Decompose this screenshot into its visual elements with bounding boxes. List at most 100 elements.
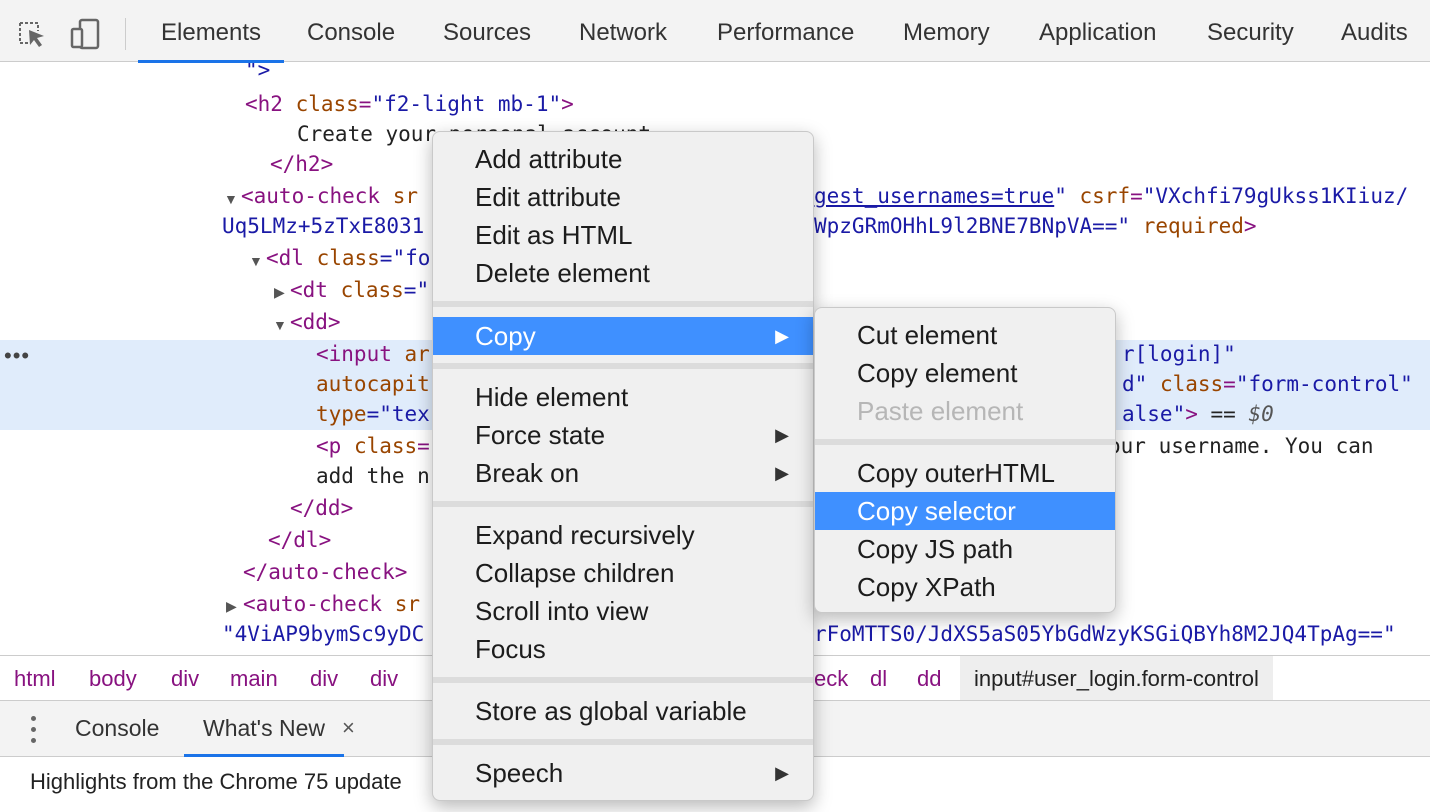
expand-triangle-icon[interactable]: ▶: [274, 284, 285, 300]
submenu-item-cut-element[interactable]: Cut element: [815, 316, 1115, 354]
menu-item-copy[interactable]: Copy▶: [433, 317, 813, 355]
menu-item-delete-element[interactable]: Delete element: [433, 254, 813, 292]
tag-close: >: [561, 92, 574, 116]
breadcrumb-item[interactable]: body: [89, 666, 137, 691]
breadcrumb-item[interactable]: dd: [917, 666, 942, 691]
menu-item-label: Expand recursively: [475, 520, 695, 550]
equals-sign: =: [417, 434, 430, 458]
breadcrumb-item[interactable]: div: [370, 666, 399, 691]
tab-network[interactable]: Network: [579, 19, 668, 46]
submenu-item-copy-xpath[interactable]: Copy XPath: [815, 568, 1115, 606]
menu-item-label: Copy selector: [857, 496, 1016, 526]
close-icon[interactable]: ×: [342, 715, 355, 740]
tree-line[interactable]: ">: [245, 63, 270, 85]
collapse-triangle-icon[interactable]: ▼: [273, 317, 287, 333]
tree-line-dd[interactable]: <dd>: [290, 310, 341, 334]
tree-line-auto-check[interactable]: <auto-check sr: [241, 181, 418, 211]
tag-close: >: [1185, 402, 1198, 426]
menu-separator: [433, 501, 813, 507]
submenu-item-copy-outerhtml[interactable]: Copy outerHTML: [815, 454, 1115, 492]
collapse-triangle-icon[interactable]: ▼: [224, 191, 238, 207]
tree-line-p-right[interactable]: our username. You can: [1108, 434, 1374, 458]
tree-line-wrap-right[interactable]: WpzGRmOHhL9l2BNE7BNpVA==" required>: [814, 211, 1257, 241]
breadcrumb-current[interactable]: input#user_login.form-control: [960, 656, 1273, 700]
tree-line-input-3-right[interactable]: alse"> == $0: [1122, 399, 1274, 429]
attr-link[interactable]: gest_usernames=true: [814, 184, 1055, 208]
breadcrumb-item[interactable]: main: [230, 666, 278, 691]
menu-item-focus[interactable]: Focus: [433, 630, 813, 668]
menu-item-scroll-into-view[interactable]: Scroll into view: [433, 592, 813, 630]
menu-item-edit-attribute[interactable]: Edit attribute: [433, 178, 813, 216]
tree-line-input[interactable]: <input ar: [316, 339, 430, 369]
submenu-item-copy-js-path[interactable]: Copy JS path: [815, 530, 1115, 568]
tree-line-dl-close[interactable]: </dl>: [268, 528, 332, 552]
attr-name: csrf: [1079, 184, 1131, 208]
menu-item-label: Scroll into view: [475, 596, 649, 626]
tree-line-h2-close[interactable]: </h2>: [270, 152, 334, 176]
tree-line-input-3[interactable]: type="tex: [316, 399, 430, 429]
breadcrumb-item[interactable]: eck: [814, 666, 849, 691]
tree-line-dt[interactable]: <dt class=": [290, 275, 429, 305]
tab-memory[interactable]: Memory: [903, 19, 990, 46]
node-more-icon[interactable]: •••: [4, 343, 31, 368]
attr-value: ="fo: [379, 246, 431, 270]
menu-item-label: Collapse children: [475, 558, 675, 588]
submenu-item-copy-element[interactable]: Copy element: [815, 354, 1115, 392]
tree-line-dd-close[interactable]: </dd>: [290, 496, 354, 520]
console-ref: $0: [1248, 402, 1274, 426]
menu-item-break-on[interactable]: Break on▶: [433, 454, 813, 492]
breadcrumb-item[interactable]: div: [171, 666, 200, 691]
tree-line-auto-check-close[interactable]: </auto-check>: [243, 560, 408, 584]
menu-item-add-attribute[interactable]: Add attribute: [433, 140, 813, 178]
attr-name: class: [353, 434, 418, 458]
device-toolbar-icon[interactable]: [70, 17, 102, 51]
tab-console[interactable]: Console: [307, 19, 396, 46]
menu-item-hide-element[interactable]: Hide element: [433, 378, 813, 416]
tab-application[interactable]: Application: [1039, 19, 1157, 46]
tree-line-input-right[interactable]: r[login]": [1122, 342, 1236, 366]
tab-audits[interactable]: Audits: [1341, 19, 1408, 46]
inspect-element-icon[interactable]: [16, 17, 48, 51]
collapse-triangle-icon[interactable]: ▼: [249, 253, 263, 269]
menu-item-force-state[interactable]: Force state▶: [433, 416, 813, 454]
menu-item-edit-as-html[interactable]: Edit as HTML: [433, 216, 813, 254]
attr-value: =": [403, 278, 430, 302]
drawer-tab-console[interactable]: Console: [75, 715, 160, 741]
drawer-tab-whats-new[interactable]: What's New: [184, 701, 344, 757]
submenu-item-copy-selector[interactable]: Copy selector: [815, 492, 1115, 530]
tree-line-auto-check-2[interactable]: <auto-check sr: [243, 589, 420, 619]
tag-open: <dl: [266, 246, 317, 270]
breadcrumb-item[interactable]: div: [310, 666, 339, 691]
tree-line-wrap-2-right[interactable]: rFoMTTS0/JdXS5aS05YbGdWzyKSGiQBYh8M2JQ4T…: [814, 622, 1396, 646]
tree-line-auto-check-right[interactable]: gest_usernames=true" csrf="VXchfi79gUkss…: [814, 181, 1408, 211]
equals-sign: =: [358, 92, 372, 116]
tree-line-dl[interactable]: <dl class="fo: [266, 243, 430, 273]
tree-line-wrap-2[interactable]: "4ViAP9bymSc9yDC: [222, 622, 425, 646]
tree-line-p[interactable]: <p class=: [316, 431, 430, 461]
tree-line-input-2-right[interactable]: d" class="form-control": [1122, 369, 1413, 399]
tab-security[interactable]: Security: [1207, 19, 1294, 46]
menu-item-speech[interactable]: Speech▶: [433, 754, 813, 792]
attr-value: alse": [1122, 402, 1186, 426]
breadcrumb-item[interactable]: html: [14, 666, 56, 691]
breadcrumb-item[interactable]: dl: [870, 666, 888, 691]
attr-name: sr: [394, 592, 421, 616]
tab-elements[interactable]: Elements: [137, 0, 285, 63]
tree-line-text[interactable]: add the n: [316, 464, 430, 488]
tab-performance[interactable]: Performance: [717, 19, 855, 46]
menu-item-label: Copy element: [857, 358, 1018, 388]
tree-line-h2[interactable]: <h2 class="f2-light mb-1">: [245, 89, 574, 119]
context-menu: Add attribute Edit attribute Edit as HTM…: [432, 131, 814, 801]
tree-line-wrap[interactable]: Uq5LMz+5zTxE8031: [222, 214, 425, 238]
menu-item-store-as-global-variable[interactable]: Store as global variable: [433, 692, 813, 730]
expand-triangle-icon[interactable]: ▶: [226, 598, 237, 614]
submenu-arrow-icon: ▶: [775, 463, 789, 483]
tree-line-input-2[interactable]: autocapit: [316, 372, 430, 396]
tag-open: <p: [316, 434, 354, 458]
tab-sources[interactable]: Sources: [443, 19, 532, 46]
more-options-icon[interactable]: [26, 715, 40, 745]
menu-item-label: Store as global variable: [475, 696, 747, 726]
menu-item-collapse-children[interactable]: Collapse children: [433, 554, 813, 592]
menu-item-expand-recursively[interactable]: Expand recursively: [433, 516, 813, 554]
menu-item-label: Add attribute: [475, 144, 623, 174]
